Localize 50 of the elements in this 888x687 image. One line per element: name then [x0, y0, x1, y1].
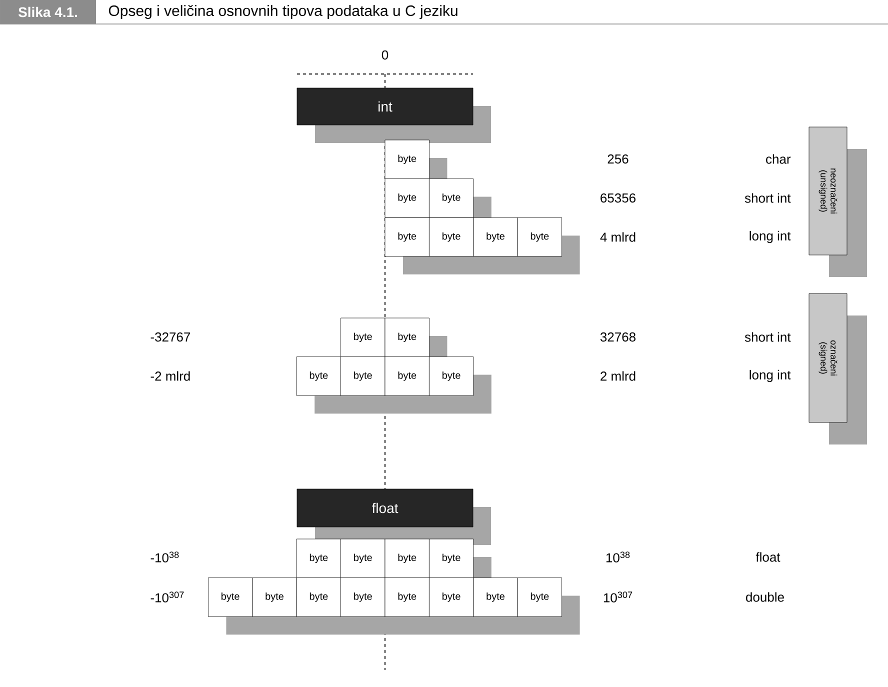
- value-label: 10$^{307}$: [604, 592, 632, 602]
- byte-cell: byte: [473, 578, 518, 617]
- type-band: float: [296, 488, 474, 528]
- value-label: char: [766, 154, 791, 164]
- byte-cell: byte: [429, 217, 474, 257]
- value-label: long int: [750, 370, 791, 382]
- byte-cell: byte: [340, 578, 386, 617]
- value-label: 65356: [600, 193, 636, 203]
- figure-number: Slika 4.1.: [0, 0, 96, 24]
- byte-cell: byte: [384, 578, 430, 617]
- byte-cell: byte: [296, 578, 341, 617]
- value-label: 0: [382, 50, 388, 60]
- value-label: short int: [744, 193, 791, 203]
- byte-cell: byte: [429, 578, 474, 617]
- byte-cell: byte: [340, 356, 386, 396]
- byte-cell: byte: [384, 538, 430, 578]
- value-label: 2 mlrd: [600, 371, 636, 381]
- value-label: long int: [750, 230, 791, 244]
- category-box: označeni (signed): [808, 293, 848, 423]
- value-label: -10$^{38}$: [150, 552, 179, 562]
- byte-cell: byte: [429, 178, 474, 218]
- value-label: float: [756, 552, 780, 562]
- category-box: neoznačeni (unsigned): [808, 126, 848, 256]
- byte-cell: byte: [340, 538, 386, 578]
- byte-cell: byte: [208, 578, 253, 617]
- value-label: -10$^{307}$: [150, 592, 184, 602]
- value-label: -2 mlrd: [150, 371, 190, 381]
- byte-cell: byte: [296, 538, 341, 578]
- byte-cell: byte: [384, 356, 430, 396]
- byte-cell: byte: [384, 140, 430, 179]
- value-label: 4 mlrd: [600, 232, 636, 242]
- byte-cell: byte: [429, 538, 474, 578]
- byte-cell: byte: [384, 217, 430, 257]
- type-band: int: [296, 88, 474, 126]
- value-label: 10$^{38}$: [606, 552, 630, 562]
- byte-cell: byte: [384, 178, 430, 218]
- byte-cell: byte: [473, 217, 518, 257]
- value-label: short int: [744, 332, 791, 342]
- value-label: double: [746, 592, 784, 602]
- byte-cell: byte: [517, 578, 562, 617]
- value-label: -32767: [150, 332, 190, 342]
- value-label: 256: [608, 154, 628, 164]
- byte-cell: byte: [340, 318, 386, 357]
- byte-cell: byte: [429, 356, 474, 396]
- byte-cell: byte: [517, 217, 562, 257]
- title: Opseg i veličina osnovnih tipova podataka u C jeziku: [108, 4, 458, 19]
- byte-cell: byte: [296, 356, 341, 396]
- byte-cell: byte: [252, 578, 297, 617]
- value-label: 32768: [600, 332, 636, 342]
- byte-cell: byte: [384, 318, 430, 357]
